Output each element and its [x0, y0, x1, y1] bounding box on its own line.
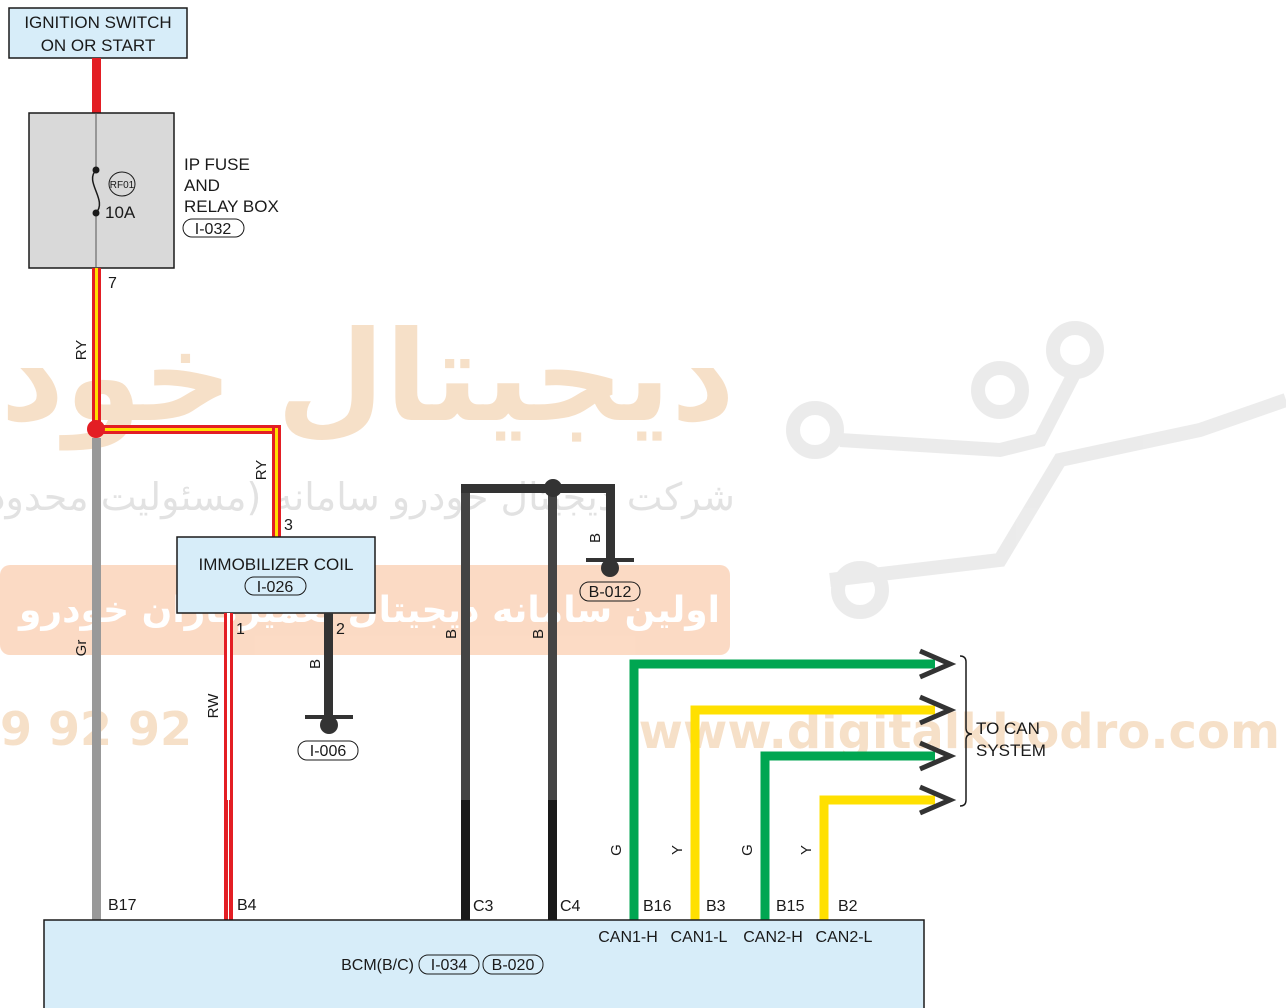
can-label-1: TO CAN [976, 719, 1040, 738]
wire-label-gr: Gr [73, 640, 90, 657]
bcm-pin-c4: C4 [560, 898, 581, 915]
ground-icon-i006 [320, 716, 338, 734]
wire-label-b-c4: B [530, 629, 547, 639]
wire-label-g1: G [608, 844, 625, 856]
bcm-box [43, 919, 925, 1008]
bcm-pin-b15: B15 [776, 898, 805, 915]
bcm-pin-b2: B2 [838, 898, 858, 915]
arrow-icon-can1-h [919, 648, 957, 680]
wire-label-b-ground: B [587, 533, 604, 543]
watermark-logo [786, 321, 1286, 619]
ground-label-b012: B-012 [589, 584, 632, 601]
ground-label-i006: I-006 [310, 743, 347, 760]
wire-label-ry-main: RY [73, 340, 90, 361]
fuse-id: RF01 [110, 180, 135, 191]
wire-can1-h [629, 659, 935, 920]
wire-gr [92, 438, 101, 920]
bcm-pin-b16: B16 [643, 898, 672, 915]
wire-can1-l [690, 705, 935, 920]
ignition-label-2: ON OR START [41, 36, 156, 55]
bcm-pin-b3: B3 [706, 898, 726, 915]
wire-b-c4 [548, 484, 557, 920]
ignition-label-1: IGNITION SWITCH [24, 13, 171, 32]
wire-ry-branch [96, 425, 281, 537]
arrow-icon-can2-h [919, 740, 957, 772]
can-label-2: SYSTEM [976, 741, 1046, 760]
fuse-element-icon [91, 169, 101, 214]
wire-label-g2: G [739, 844, 756, 856]
wire-b-ground-bus [461, 484, 615, 493]
splice-ry [87, 420, 105, 438]
watermark-company: شرکت دیجیتال خودرو سامانه (مسئولیت محدود… [0, 475, 735, 520]
bcm-connector-badge-2 [482, 954, 544, 975]
arrow-icon-can1-l [919, 694, 957, 726]
bcm-can-label-can2-l: CAN2-L [816, 929, 873, 946]
fuse-box-label-2: AND [184, 176, 220, 195]
fuse-id-badge [108, 171, 136, 197]
immobilizer-connector: I-026 [257, 579, 294, 596]
bcm-connector-badge-1 [418, 954, 480, 975]
fuse-rating: 10A [105, 203, 136, 222]
bcm-can-label-can2-h: CAN2-H [743, 929, 803, 946]
wire-b-immobilizer [324, 613, 333, 723]
wire-can2-h [760, 751, 935, 920]
immobilizer-pin-1: 1 [236, 621, 245, 638]
fuse-box-pin-7: 7 [108, 275, 117, 292]
fuse-box-label-3: RELAY BOX [184, 197, 279, 216]
fuse-box-label-1: IP FUSE [184, 155, 250, 174]
bcm-connector-2: B-020 [492, 957, 535, 974]
ground-icon-b012 [601, 559, 619, 577]
wire-label-b-c3: B [443, 629, 460, 639]
immobilizer-label: IMMOBILIZER COIL [199, 555, 354, 574]
fuse-box-connector-badge [182, 218, 245, 238]
wire-b-ground-drop [606, 484, 615, 560]
bcm-pin-b17: B17 [108, 897, 137, 914]
fuse-relay-box [28, 112, 175, 269]
bcm-connector-1: I-034 [431, 957, 468, 974]
ground-badge-i006 [297, 740, 359, 761]
wire-label-y2: Y [798, 845, 815, 855]
can-bracket [959, 655, 973, 807]
immobilizer-pin-2: 2 [336, 621, 345, 638]
wire-can2-l [819, 795, 935, 920]
wire-rw [224, 613, 233, 920]
wire-label-rw: RW [205, 693, 222, 719]
bcm-pin-c3: C3 [473, 898, 494, 915]
bcm-can-label-can1-h: CAN1-H [598, 929, 658, 946]
ground-badge-b012 [579, 581, 641, 602]
immobilizer-pin-3: 3 [284, 517, 293, 534]
wire-label-ry-branch: RY [253, 460, 270, 481]
wire-label-y1: Y [669, 845, 686, 855]
immobilizer-connector-badge [244, 576, 307, 596]
ignition-switch-box [8, 7, 188, 59]
wire-ignition-feed [92, 58, 101, 113]
wire-ry-main [92, 268, 101, 430]
bcm-name: BCM(B/C) [341, 957, 414, 974]
wire-b-c3 [461, 484, 470, 920]
fuse-box-connector: I-032 [195, 221, 232, 238]
can-arrows [919, 648, 957, 816]
bcm-pin-b4: B4 [237, 897, 257, 914]
splice-b [544, 479, 562, 497]
immobilizer-coil-box [176, 536, 376, 614]
arrow-icon-can2-l [919, 784, 957, 816]
wire-label-b-immobilizer: B [307, 659, 324, 669]
bcm-can-label-can1-l: CAN1-L [671, 929, 728, 946]
watermark: دیجیتال خودرو شرکت دیجیتال خودرو سامانه … [0, 305, 1286, 760]
